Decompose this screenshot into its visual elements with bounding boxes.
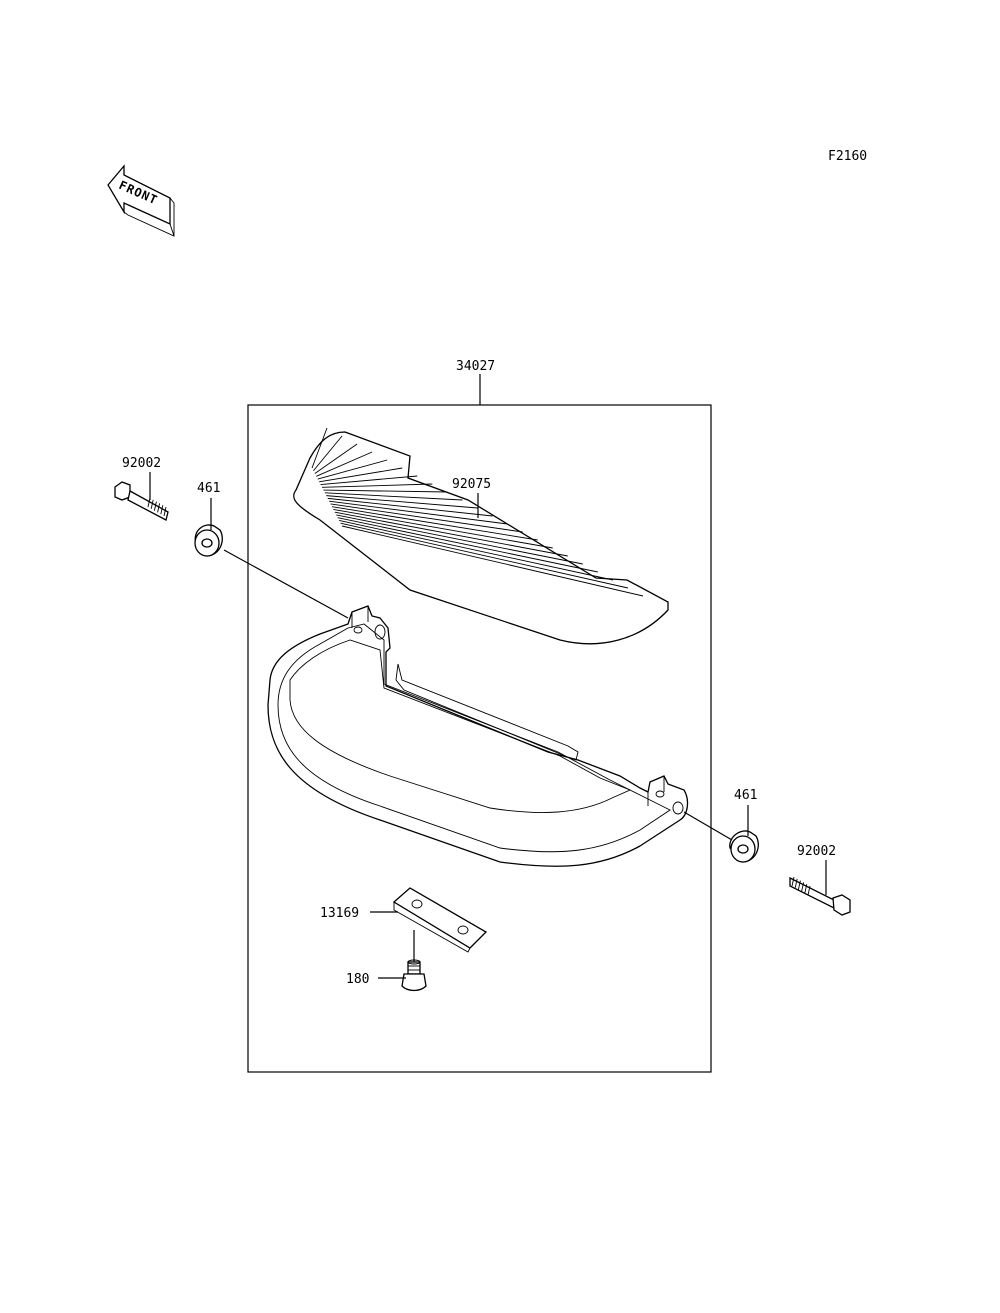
- callout-92002-right: 92002: [797, 844, 836, 859]
- mat-rib: [336, 514, 583, 565]
- callout-461-left: 461: [197, 481, 220, 496]
- mat-rib: [314, 443, 358, 474]
- washer-left: [194, 524, 223, 557]
- mat-rib: [331, 506, 538, 541]
- bolt-thread: [153, 501, 157, 511]
- mat-rib: [340, 522, 629, 589]
- mat-rib: [326, 495, 478, 509]
- bolt-left: [114, 481, 169, 521]
- bolt-thread: [150, 499, 154, 509]
- bolt-thread: [807, 885, 811, 896]
- mat-rib: [316, 451, 373, 477]
- bolt-thread: [163, 506, 167, 517]
- callout-92075: 92075: [452, 477, 491, 492]
- bolt-right: [789, 876, 851, 916]
- mat-rib: [339, 520, 614, 581]
- bolt-thread: [160, 505, 164, 515]
- bolt-thread: [794, 878, 798, 888]
- mat-rib: [324, 492, 463, 501]
- footboard-frame: [267, 605, 689, 867]
- mat-rib: [334, 511, 568, 557]
- mat-rib: [333, 508, 553, 549]
- mat-rib: [321, 483, 433, 488]
- footboard-mat: [293, 427, 669, 645]
- front-arrow-icon: FRONT: [107, 164, 175, 237]
- callout-34027: 34027: [456, 359, 495, 374]
- callout-13169: 13169: [320, 906, 359, 921]
- figure-code: F2160: [828, 149, 867, 164]
- mat-rib: [329, 500, 508, 525]
- mat-rib: [330, 503, 523, 533]
- mat-rib: [313, 435, 343, 472]
- mat-rib: [311, 427, 328, 469]
- bolt-thread: [804, 884, 808, 894]
- mat-rib: [319, 467, 403, 483]
- mat-rib: [323, 489, 448, 493]
- bolt-thread: [791, 876, 795, 887]
- bolt-thread: [157, 503, 161, 513]
- callout-92002-left: 92002: [122, 456, 161, 471]
- callout-461-right: 461: [734, 788, 757, 803]
- mat-rib: [341, 525, 644, 597]
- washer-right: [729, 830, 759, 863]
- mat-rib: [320, 475, 418, 486]
- mat-rib: [317, 459, 388, 480]
- mat-rib: [337, 517, 598, 573]
- bolt-thread: [797, 880, 801, 890]
- screw: [401, 959, 427, 992]
- mat-rib: [327, 497, 493, 517]
- bolt-thread: [801, 882, 805, 892]
- bracket-plate: [392, 887, 488, 953]
- callout-180: 180: [346, 972, 369, 987]
